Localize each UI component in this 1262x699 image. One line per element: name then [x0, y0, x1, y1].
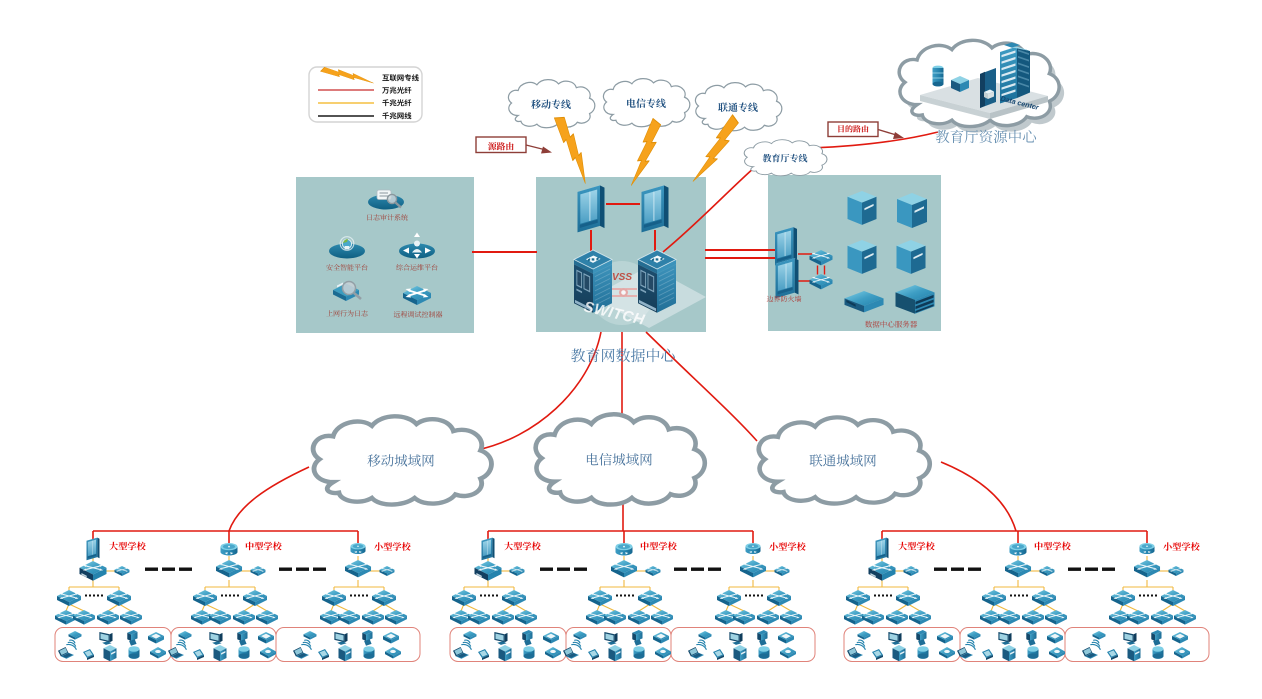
vss-chassis-switch: [637, 249, 677, 314]
dest-route-callout: [827, 121, 904, 139]
wan-cloud-edu-dept-label: 教育厅专线: [763, 153, 808, 164]
metro-cloud-unicom-label: 联通城域网: [809, 454, 877, 469]
legend-label-4: 千兆网线: [382, 112, 412, 121]
source-route-label: 源路由: [488, 141, 514, 152]
ops-platform-icon: [399, 232, 435, 259]
log-audit-label: 日志审计系统: [366, 213, 408, 222]
datacenter-server: [896, 240, 926, 274]
legend: [308, 66, 423, 123]
border-firewall: [775, 257, 799, 299]
resource-center-title: 教育厅资源中心: [935, 129, 1036, 146]
school-group-1: [55, 531, 420, 662]
legend-label-1: 互联网专线: [382, 74, 420, 83]
metro-cloud-mobile-label: 移动城域网: [367, 454, 435, 469]
ops-platform-label: 综合运维平台: [396, 263, 438, 272]
datacenter-server: [847, 240, 877, 274]
border-firewall-label: 边界防火墙: [767, 295, 802, 304]
school-group-2: [450, 531, 815, 662]
datacenter-server: [897, 193, 927, 228]
dc-servers-label: 数据中心服务器: [865, 319, 918, 329]
dest-route-label: 目的路由: [837, 124, 869, 134]
metro-cloud-telecom-label: 电信城域网: [585, 453, 653, 468]
log-audit-icon: [368, 189, 404, 210]
security-platform-icon: [329, 236, 365, 259]
web-log-icon: [333, 280, 362, 301]
legend-box: [308, 66, 423, 123]
datacenter-server: [847, 191, 877, 225]
remote-debug-icon: [403, 286, 431, 305]
web-log-label: 上网行为日志: [326, 309, 368, 318]
wan-cloud-unicom-label: 联通专线: [718, 101, 758, 114]
datacenter-title: 教育网数据中心: [571, 348, 676, 365]
vss-label: VSS: [612, 272, 632, 283]
wan-cloud-telecom-label: 电信专线: [626, 97, 666, 110]
legend-label-3: 千兆光纤: [382, 99, 412, 108]
wan-cloud-mobile-label: 移动专线: [531, 98, 571, 111]
remote-debug-label: 远程调试控制器: [394, 310, 443, 319]
security-platform-label: 安全智能平台: [326, 263, 368, 272]
legend-label-2: 万兆光纤: [382, 86, 412, 95]
school-group-3: [844, 531, 1209, 662]
resource-center-illustration: Data center: [920, 42, 1048, 119]
datacenter-firewall: [576, 184, 606, 233]
datacenter-firewall: [640, 184, 670, 233]
